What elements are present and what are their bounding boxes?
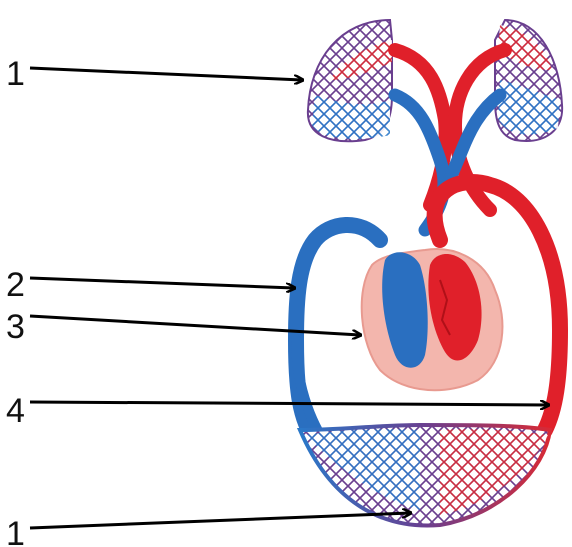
left-lung [308, 20, 392, 141]
arrow-4 [30, 402, 548, 405]
arrow-1-bottom [30, 513, 410, 528]
heart [362, 249, 503, 390]
arrow-2 [30, 278, 294, 288]
systemic-capillary-bed [300, 425, 550, 526]
pulmonary-vessels [395, 50, 505, 230]
arrow-1-top [30, 68, 302, 80]
label-1-bottom: 1 [6, 515, 25, 547]
arrow-3 [30, 316, 360, 335]
right-lung [495, 20, 562, 141]
label-1-top: 1 [6, 55, 25, 93]
label-2: 2 [6, 266, 25, 304]
label-3: 3 [6, 308, 25, 346]
label-4: 4 [6, 392, 25, 430]
